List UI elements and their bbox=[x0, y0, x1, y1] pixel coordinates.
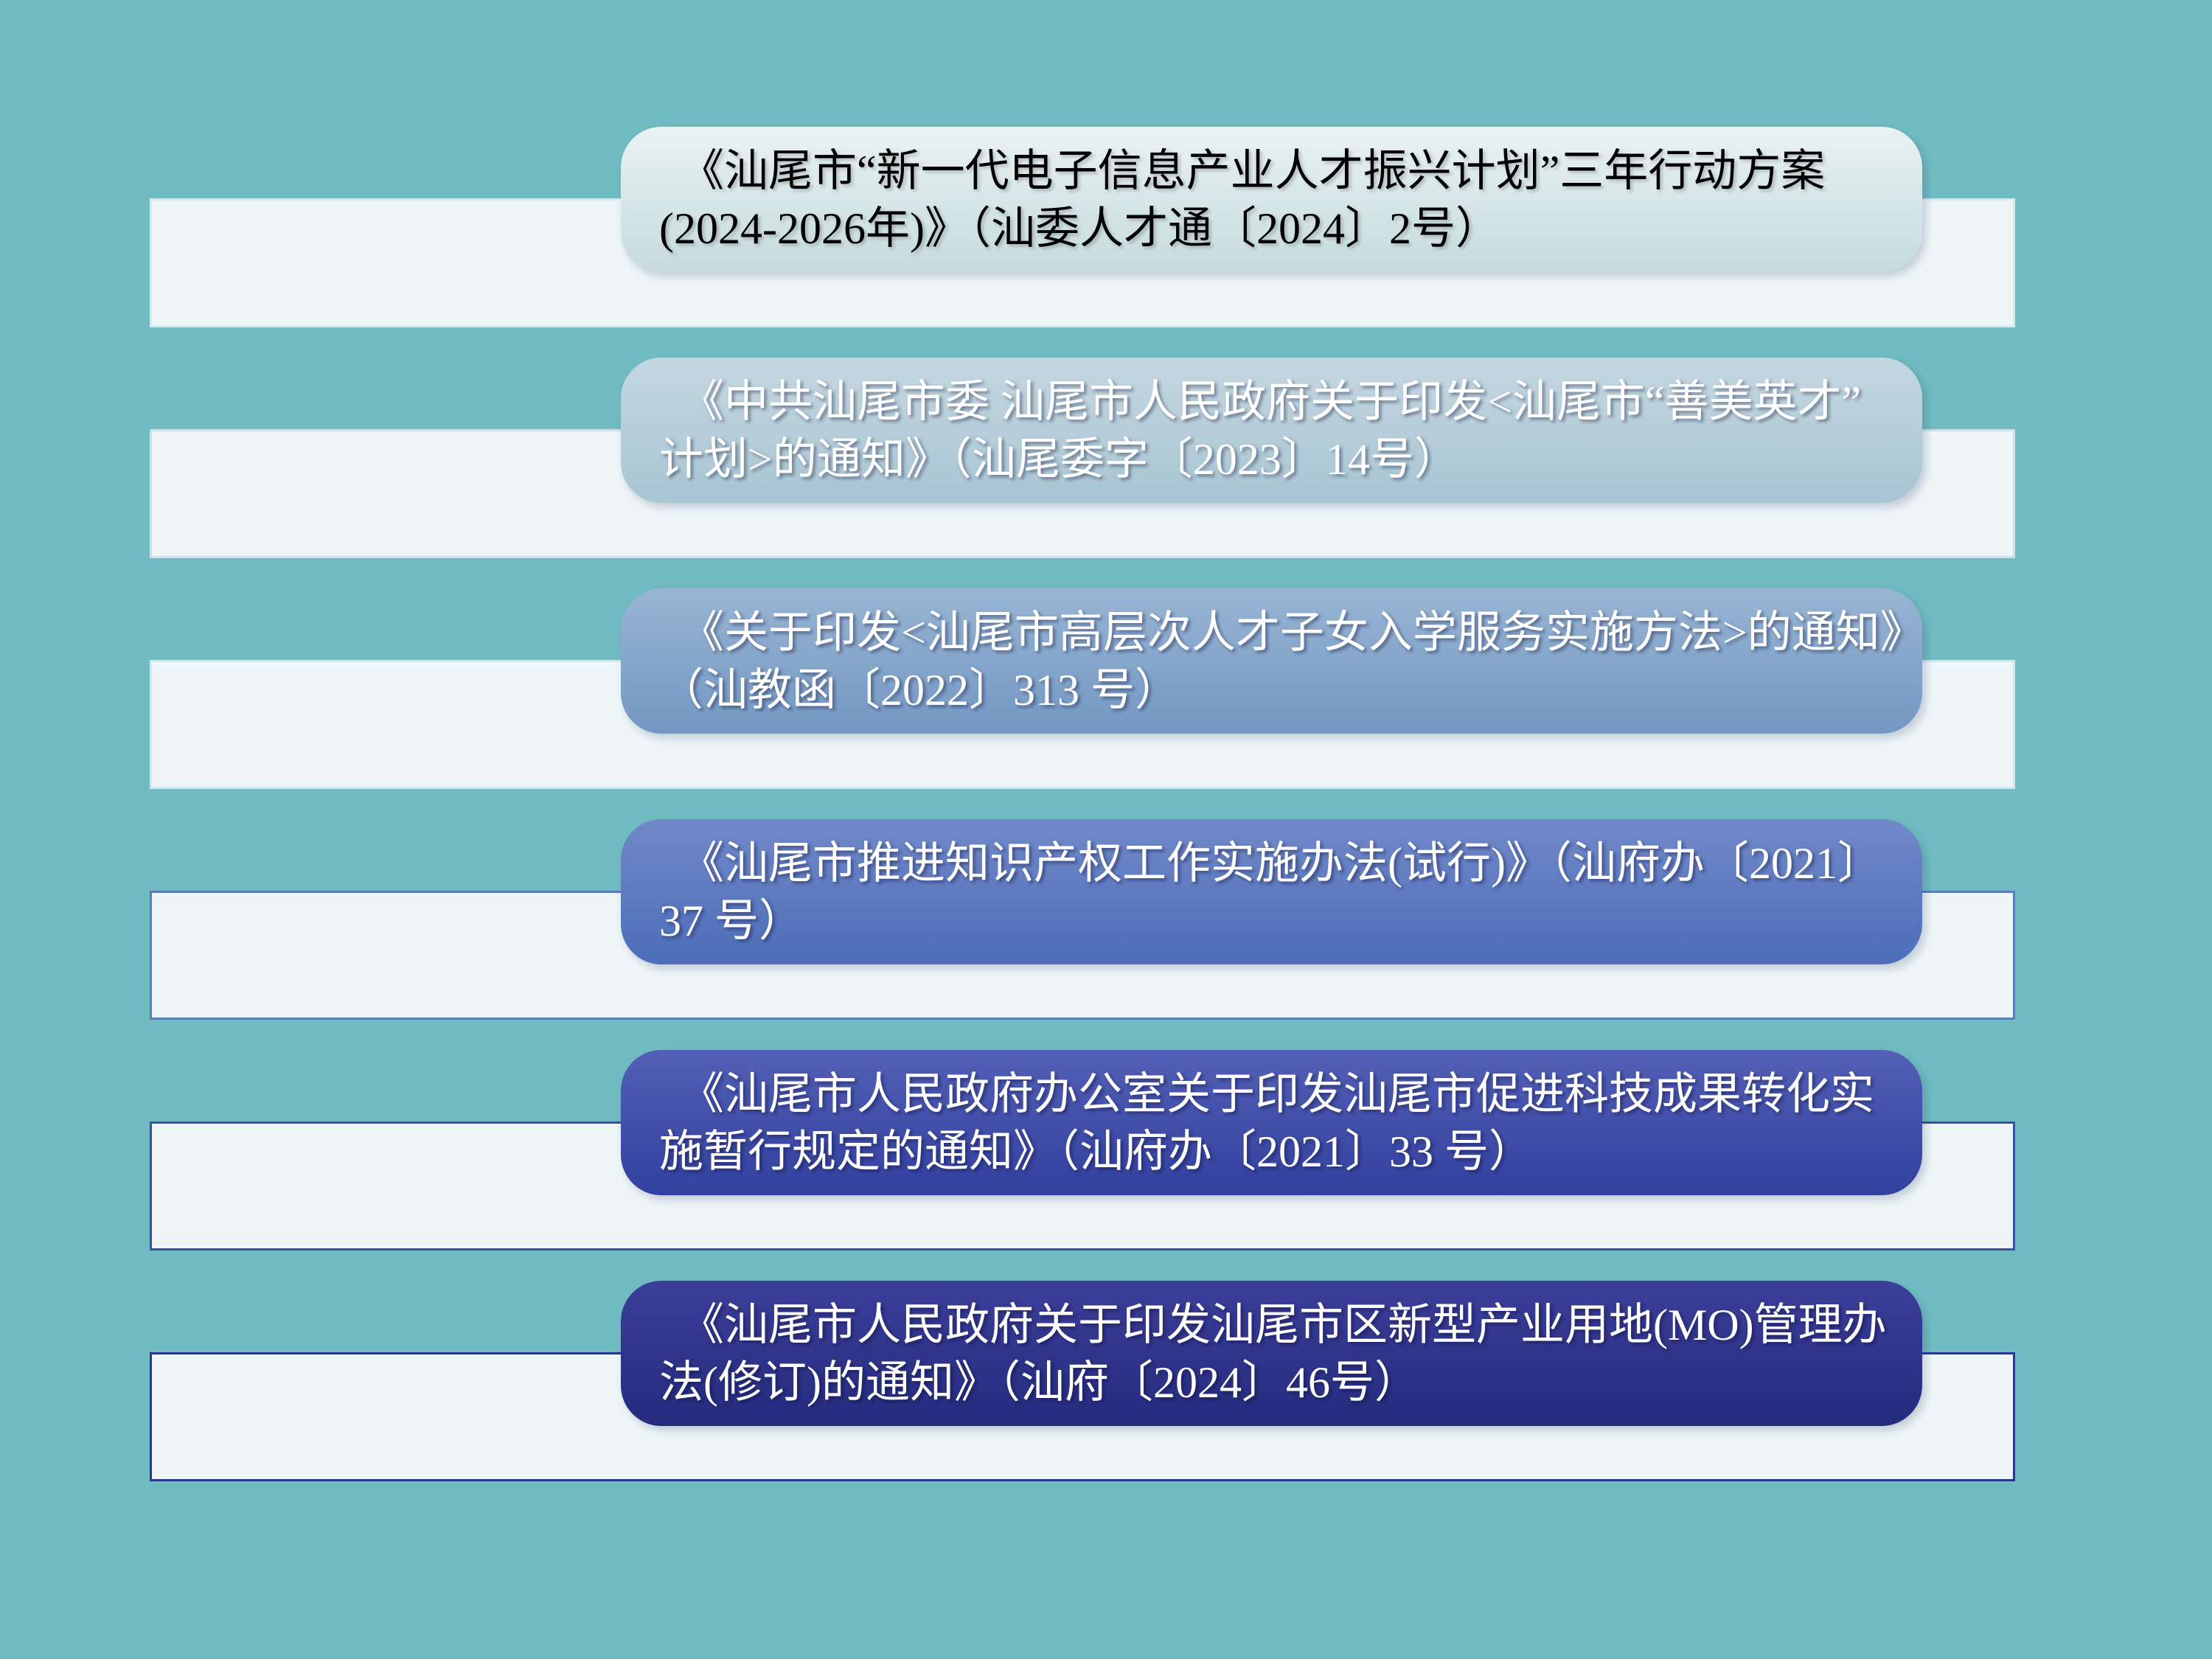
policy-card: 《关于印发<汕尾市高层次人才子女入学服务实施方法>的通知》 （汕教函〔2022〕… bbox=[621, 588, 1922, 734]
policy-title-line-1: 《中共汕尾市委 汕尾市人民政府关于印发<汕尾市“善美英才” bbox=[680, 377, 1862, 426]
policy-title: 《汕尾市人民政府办公室关于印发汕尾市促进科技成果转化实 施暂行规定的通知》（汕府… bbox=[621, 1065, 1888, 1180]
policy-card: 《汕尾市推进知识产权工作实施办法(试行)》（汕府办〔2021〕 37 号） bbox=[621, 819, 1922, 964]
policy-card: 《汕尾市人民政府办公室关于印发汕尾市促进科技成果转化实 施暂行规定的通知》（汕府… bbox=[621, 1050, 1922, 1195]
policy-title-line-2: (2024-2026年)》（汕委人才通〔2024〕2号） bbox=[659, 204, 1500, 253]
policy-title: 《汕尾市“新一代电子信息产业人才振兴计划”三年行动方案 (2024-2026年)… bbox=[621, 142, 1838, 257]
policy-title-line-1: 《关于印发<汕尾市高层次人才子女入学服务实施方法>的通知》 bbox=[680, 608, 1922, 657]
policy-title-line-1: 《汕尾市人民政府办公室关于印发汕尾市促进科技成果转化实 bbox=[680, 1069, 1874, 1119]
policy-title-line-1: 《汕尾市推进知识产权工作实施办法(试行)》（汕府办〔2021〕 bbox=[680, 838, 1882, 888]
policy-title: 《汕尾市推进知识产权工作实施办法(试行)》（汕府办〔2021〕 37 号） bbox=[621, 835, 1895, 950]
policy-title-line-2: 施暂行规定的通知》（汕府办〔2021〕33 号） bbox=[659, 1127, 1533, 1176]
policy-card: 《汕尾市“新一代电子信息产业人才振兴计划”三年行动方案 (2024-2026年)… bbox=[621, 127, 1922, 272]
policy-title-line-2: 计划>的通知》（汕尾委字〔2023〕14号） bbox=[659, 434, 1458, 484]
policy-title: 《中共汕尾市委 汕尾市人民政府关于印发<汕尾市“善美英才” 计划>的通知》（汕尾… bbox=[621, 373, 1874, 488]
policy-title-line-1: 《汕尾市“新一代电子信息产业人才振兴计划”三年行动方案 bbox=[680, 146, 1826, 195]
policy-title-line-2: （汕教函〔2022〕313 号） bbox=[659, 665, 1179, 714]
policy-card: 《汕尾市人民政府关于印发汕尾市区新型产业用地(MO)管理办 法(修订)的通知》（… bbox=[621, 1281, 1922, 1426]
policy-title: 《汕尾市人民政府关于印发汕尾市区新型产业用地(MO)管理办 法(修订)的通知》（… bbox=[621, 1296, 1900, 1411]
policy-title-line-2: 37 号） bbox=[659, 896, 803, 945]
policy-title-line-2: 法(修订)的通知》（汕府〔2024〕46号） bbox=[659, 1357, 1419, 1407]
policy-title-line-1: 《汕尾市人民政府关于印发汕尾市区新型产业用地(MO)管理办 bbox=[680, 1300, 1887, 1349]
policy-card: 《中共汕尾市委 汕尾市人民政府关于印发<汕尾市“善美英才” 计划>的通知》（汕尾… bbox=[621, 358, 1922, 503]
policy-title: 《关于印发<汕尾市高层次人才子女入学服务实施方法>的通知》 （汕教函〔2022〕… bbox=[621, 604, 1922, 719]
